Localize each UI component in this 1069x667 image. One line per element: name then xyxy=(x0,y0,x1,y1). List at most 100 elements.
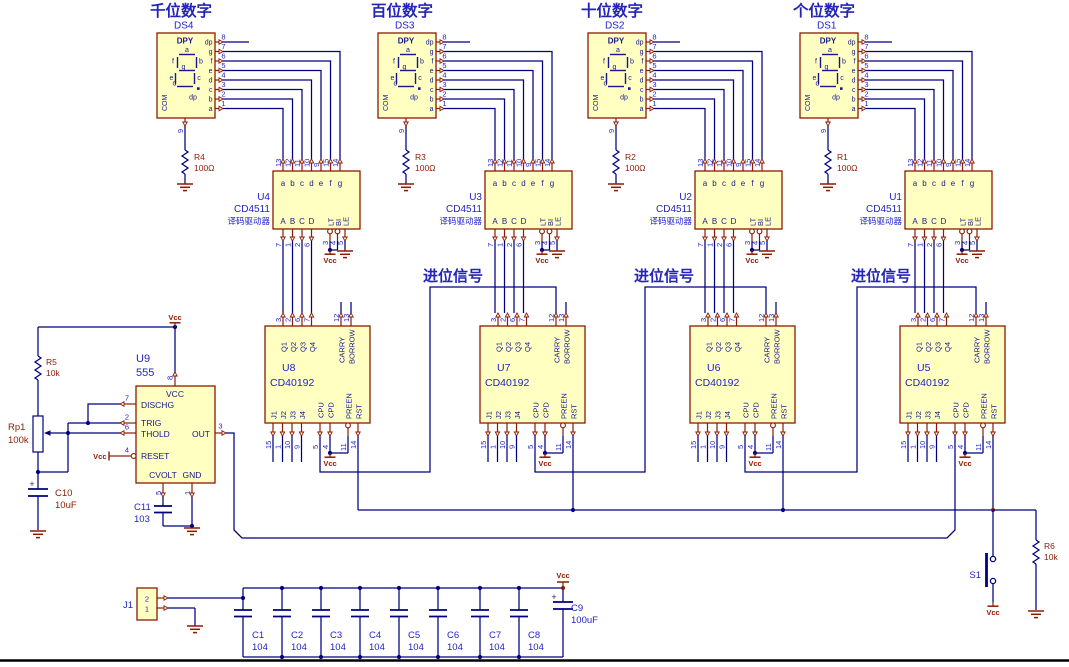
pin-name: BORROW xyxy=(348,328,357,364)
wire xyxy=(866,88,935,159)
pin-arrow xyxy=(649,105,655,112)
pin-name: e xyxy=(640,68,644,75)
counter-part: CD40192 xyxy=(485,377,530,389)
pin-arrow xyxy=(218,58,224,64)
pin-name: J3 xyxy=(504,411,513,419)
vcc-symbol: Vcc xyxy=(323,256,336,265)
pin-arrow xyxy=(649,39,655,45)
seg-label: f xyxy=(172,59,174,66)
counter-part: CD40192 xyxy=(270,377,315,389)
pin-name: PREEN xyxy=(980,393,989,419)
pin-number: 3 xyxy=(533,241,542,245)
carry-signal-label: 进位信号 xyxy=(634,267,694,285)
pin-number: 2 xyxy=(715,243,724,247)
pin-name: Q3 xyxy=(299,342,308,352)
decoder-U1 xyxy=(904,170,993,230)
pin-name: c xyxy=(852,87,856,94)
pin-arrow xyxy=(299,312,305,318)
pin-number: 1 xyxy=(699,445,708,449)
pin-arrow xyxy=(933,431,940,437)
pin-number: 4 xyxy=(329,241,338,245)
pin-number: 15 xyxy=(479,441,488,449)
pin-number: 2 xyxy=(505,243,514,247)
pin-number: 8 xyxy=(221,33,225,42)
pin-arrow xyxy=(218,77,224,83)
pin-name: g xyxy=(640,49,644,56)
pin-arrow xyxy=(724,312,730,318)
pin-name: A xyxy=(280,217,286,226)
seg-label: dp xyxy=(189,95,197,102)
counter-U5 xyxy=(899,325,1006,424)
pin-arrow xyxy=(439,39,445,45)
pin-arrow xyxy=(759,158,765,164)
pin-name: d xyxy=(309,179,313,188)
pin-number: 7 xyxy=(303,318,312,322)
pin-arrow xyxy=(983,312,989,318)
pin-arrow xyxy=(348,312,354,318)
seg-label: c xyxy=(197,75,201,82)
seg-label: dp xyxy=(832,95,840,102)
pin-arrow xyxy=(934,312,940,318)
pin-arrow xyxy=(218,96,224,102)
pin-name: b xyxy=(712,179,717,188)
pin-number: 12 xyxy=(916,159,925,167)
carry-signal-label: 进位信号 xyxy=(423,267,483,285)
pin-number: 13 xyxy=(486,159,495,167)
pin-bubble xyxy=(756,228,763,235)
pin-name: BI xyxy=(546,219,555,226)
vcc-symbol: Vcc xyxy=(986,608,999,617)
switch-ref: S1 xyxy=(969,570,981,581)
cap-ref: C5 xyxy=(408,630,420,641)
pin-number: 8 xyxy=(166,376,175,380)
pin-name: c xyxy=(640,87,644,94)
pin-arrow xyxy=(338,312,344,318)
display-DS2 xyxy=(587,32,647,119)
pin-name: LT xyxy=(539,217,548,226)
pin-number: 12 xyxy=(496,159,505,167)
pin-number: 6 xyxy=(935,243,944,247)
pin-number: 2 xyxy=(221,90,225,99)
pin-number: 2 xyxy=(864,90,868,99)
dp-dot xyxy=(197,87,200,90)
pin-name: Q1 xyxy=(705,342,714,352)
pin-number: 3 xyxy=(442,80,446,89)
resistor-symbol xyxy=(611,149,621,175)
pin-arrow xyxy=(327,431,333,437)
pin-number: 1 xyxy=(909,445,918,449)
pin-name: e xyxy=(209,68,213,75)
pin-bubble xyxy=(749,228,755,235)
resistor-ref: R6 xyxy=(1044,541,1055,551)
pin-number: 7 xyxy=(864,42,868,51)
wire xyxy=(444,88,515,159)
pin-arrow xyxy=(520,236,527,242)
seg-label: e xyxy=(601,75,605,82)
pin-arrow xyxy=(861,77,867,83)
pin-arrow xyxy=(299,158,305,164)
pin-arrow xyxy=(279,431,286,437)
pin-number: 9 xyxy=(944,163,953,167)
pin-arrow xyxy=(924,312,931,318)
pin-number: 14 xyxy=(349,441,358,449)
pin-number: 11 xyxy=(505,159,514,167)
pin-arrow xyxy=(695,431,701,437)
pin-arrow xyxy=(492,236,498,242)
cap-ref: C7 xyxy=(489,630,501,641)
pin-name: f xyxy=(751,179,754,188)
junction-dot xyxy=(435,585,441,591)
pin-name: VCC xyxy=(166,389,184,399)
pin-number: 5 xyxy=(946,445,955,449)
pin-number: 1 xyxy=(145,605,149,614)
pin-arrow xyxy=(570,431,576,437)
pin-number: 2 xyxy=(145,595,149,604)
resistor-symbol xyxy=(180,149,190,175)
pin-number: 6 xyxy=(293,318,302,322)
seg-label: dp xyxy=(410,95,418,102)
pin-name: d xyxy=(731,179,735,188)
pin-arrow xyxy=(962,431,968,437)
pin-arrow xyxy=(912,158,918,164)
decoder-ref: U3 xyxy=(469,192,482,203)
pin-arrow xyxy=(763,312,769,318)
